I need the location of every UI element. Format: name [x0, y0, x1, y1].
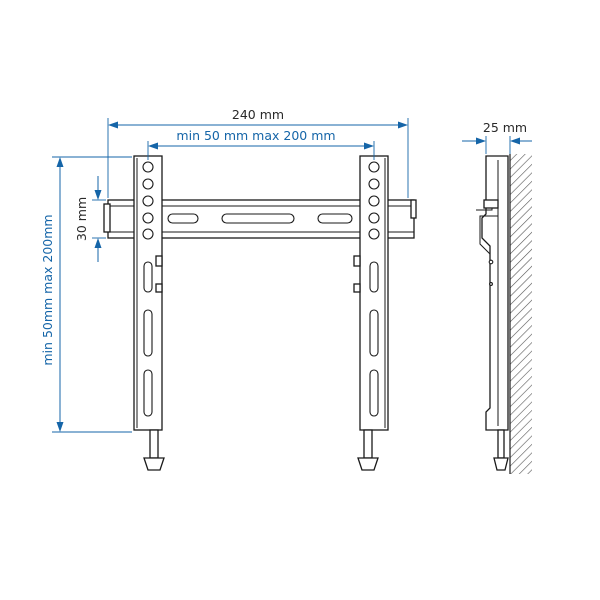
hook-tab — [483, 199, 499, 209]
side-pin — [489, 282, 493, 286]
bracket-side-profile — [476, 155, 509, 471]
overall-width-dimension: 240 mm — [107, 107, 409, 198]
mounting-hole — [368, 228, 380, 240]
depth-label: 25 mm — [483, 120, 527, 135]
arm-slot — [369, 261, 379, 293]
side-view: 25 mm — [462, 120, 532, 474]
rail-height-dimension: 30 mm — [74, 176, 106, 262]
overall-width-label: 240 mm — [232, 107, 284, 122]
arm-slot — [143, 309, 153, 357]
arm-foot — [357, 457, 379, 471]
hole-spacing-dimension: min 50 mm max 200 mm — [147, 128, 375, 160]
side-leg — [497, 429, 505, 459]
right-vertical-arm — [353, 155, 389, 471]
mounting-hole — [142, 228, 154, 240]
side-pin — [488, 259, 494, 265]
wall-section — [509, 154, 532, 474]
arm-slot — [369, 369, 379, 417]
front-view — [103, 155, 417, 471]
depth-dimension: 25 mm — [462, 120, 532, 154]
rail-end-tab — [103, 203, 111, 233]
rail-height-label: 30 mm — [74, 197, 89, 241]
arm-slot — [143, 369, 153, 417]
side-clip — [353, 255, 361, 267]
mounting-hole — [142, 212, 154, 224]
side-clip — [155, 255, 163, 267]
mounting-hole — [142, 161, 154, 173]
arm-slot — [143, 261, 153, 293]
side-clip — [155, 283, 163, 293]
arm-foot — [143, 457, 165, 471]
mounting-hole — [368, 161, 380, 173]
side-clip — [353, 283, 361, 293]
vertical-range-dimension: min 50mm max 200mm — [40, 156, 132, 433]
rail-slot — [167, 213, 199, 224]
front-dimensions: 240 mm min 50 mm max 200 mm 30 mm — [40, 107, 409, 433]
hook-detail — [476, 205, 499, 255]
arm-leg — [363, 429, 373, 459]
hole-spacing-label: min 50 mm max 200 mm — [176, 128, 335, 143]
rail-end-tab — [410, 199, 417, 219]
mounting-hole — [368, 195, 380, 207]
side-foot — [493, 457, 509, 471]
mounting-hole — [142, 195, 154, 207]
mounting-hole — [368, 178, 380, 190]
vertical-range-label: min 50mm max 200mm — [40, 214, 55, 365]
mounting-hole — [368, 212, 380, 224]
rail-slot — [221, 213, 295, 224]
arm-slot — [369, 309, 379, 357]
mounting-hole — [142, 178, 154, 190]
arm-leg — [149, 429, 159, 459]
rail-slot — [317, 213, 353, 224]
left-vertical-arm — [133, 155, 165, 471]
